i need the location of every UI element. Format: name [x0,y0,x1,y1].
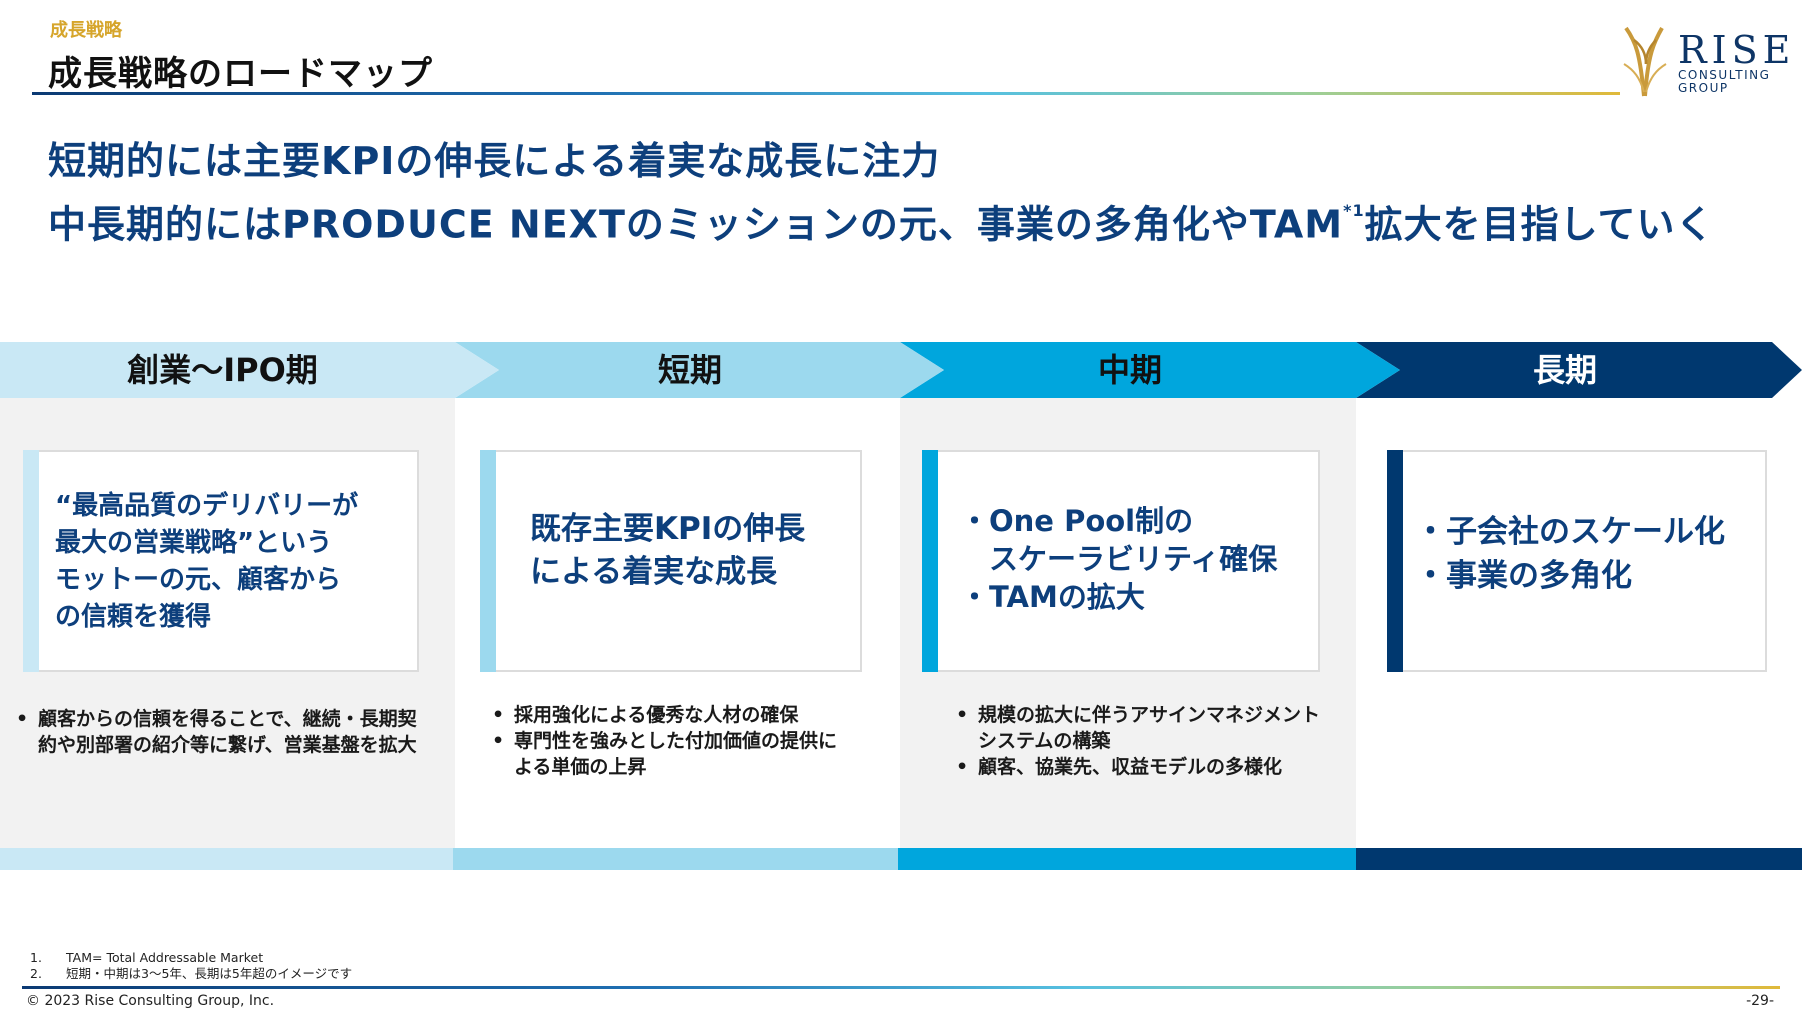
card-accent-1 [23,450,39,672]
headline-line2-post: 拡大を目指していく [1364,202,1715,247]
phase-label-1: 創業〜IPO期 [127,351,318,389]
bullet-item: 顧客、協業先、収益モデルの多様化 [950,754,1330,780]
footnote-1: 1. TAM= Total Addressable Market [30,950,352,966]
phase-chevron-4 [1356,342,1802,398]
bullet-item: 顧客からの信頼を得ることで、継続・長期契約や別部署の紹介等に繋げ、営業基盤を拡大 [10,706,420,758]
section-label: 成長戦略 [50,20,122,41]
footnote-text: 短期・中期は3〜5年、長期は5年超のイメージです [66,966,353,981]
page-title: 成長戦略のロードマップ [48,54,433,94]
phase-band-2 [453,848,898,870]
phase-band-3 [898,848,1356,870]
headline: 短期的には主要KPIの伸長による着実な成長に注力 中長期的にはPRODUCE N… [48,132,1714,254]
card-4-line: ・事業の多角化 [1415,558,1632,594]
card-1-line: “最高品質のデリバリーが [55,491,359,521]
phase-bullets-2: 採用強化による優秀な人材の確保 専門性を強みとした付加価値の提供による単価の上昇 [486,702,856,780]
logo-subtitle: CONSULTING GROUP [1678,69,1770,95]
footnote-number: 1. [30,950,42,965]
bullet-item: 規模の拡大に伴うアサインマネジメントシステムの構築 [950,702,1330,754]
phase-chevron-2 [455,342,944,398]
card-accent-2 [480,450,496,672]
footer-divider [22,986,1780,989]
card-text-4: ・子会社のスケール化 ・事業の多角化 [1415,510,1725,598]
card-1-line: の信頼を獲得 [55,602,212,632]
card-text-2: 既存主要KPIの伸長 による着実な成長 [530,508,805,594]
headline-line2: 中長期的にはPRODUCE NEXTのミッションの元、事業の多角化やTAM*1拡… [48,190,1714,254]
card-accent-4 [1387,450,1403,672]
card-4-line: ・子会社のスケール化 [1415,514,1725,550]
phase-card-4: ・子会社のスケール化 ・事業の多角化 [1387,450,1767,672]
phase-card-2: 既存主要KPIの伸長 による着実な成長 [480,450,862,672]
company-logo: RISE CONSULTING GROUP [1618,24,1790,98]
copyright: © 2023 Rise Consulting Group, Inc. [26,993,275,1009]
bullet-item: 専門性を強みとした付加価値の提供による単価の上昇 [486,728,856,780]
phase-card-3: ・One Pool制の スケーラビリティ確保 ・TAMの拡大 [922,450,1320,672]
card-3-line: スケーラビリティ確保 [960,542,1278,576]
headline-footnote-ref: *1 [1343,201,1365,220]
phase-chevron-1 [0,342,499,398]
card-accent-3 [922,450,938,672]
card-text-3: ・One Pool制の スケーラビリティ確保 ・TAMの拡大 [960,502,1277,616]
card-1-line: モットーの元、顧客から [55,565,342,595]
headline-line2-pre: 中長期的にはPRODUCE NEXTのミッションの元、事業の多角化やTAM [48,202,1344,247]
page-number: -29- [1746,993,1774,1009]
phase-label-4: 長期 [1532,351,1597,389]
logo-sub-line1: CONSULTING [1678,68,1771,82]
logo-mark-icon [1623,26,1667,97]
phase-bullets-1: 顧客からの信頼を得ることで、継続・長期契約や別部署の紹介等に繋げ、営業基盤を拡大 [10,706,420,758]
headline-line1: 短期的には主要KPIの伸長による着実な成長に注力 [48,139,941,183]
title-divider [32,92,1620,95]
footnote-text: TAM= Total Addressable Market [66,950,264,965]
footnote-2: 2. 短期・中期は3〜5年、長期は5年超のイメージです [30,966,352,982]
logo-name: RISE [1678,28,1796,72]
phase-label-3: 中期 [1097,351,1162,389]
card-1-line: 最大の営業戦略”という [55,528,333,558]
phase-band-4 [1356,848,1802,870]
phase-label-2: 短期 [657,351,722,389]
logo-sub-line2: GROUP [1678,81,1729,95]
phase-bullets-3: 規模の拡大に伴うアサインマネジメントシステムの構築 顧客、協業先、収益モデルの多… [950,702,1330,780]
card-3-line: ・TAMの拡大 [960,580,1145,614]
phase-card-1: “最高品質のデリバリーが 最大の営業戦略”という モットーの元、顧客から の信頼… [23,450,419,672]
card-2-line: による着実な成長 [530,554,778,590]
phase-chevron-bar [0,342,1802,398]
footnote-number: 2. [30,966,42,981]
card-text-1: “最高品質のデリバリーが 最大の営業戦略”という モットーの元、顧客から の信頼… [55,488,358,636]
card-3-line: ・One Pool制の [960,504,1194,538]
card-2-line: 既存主要KPIの伸長 [530,511,806,547]
footnotes: 1. TAM= Total Addressable Market 2. 短期・中期は… [30,950,352,982]
phase-chevron-3 [900,342,1400,398]
phase-band-1 [0,848,453,870]
bullet-item: 採用強化による優秀な人材の確保 [486,702,856,728]
